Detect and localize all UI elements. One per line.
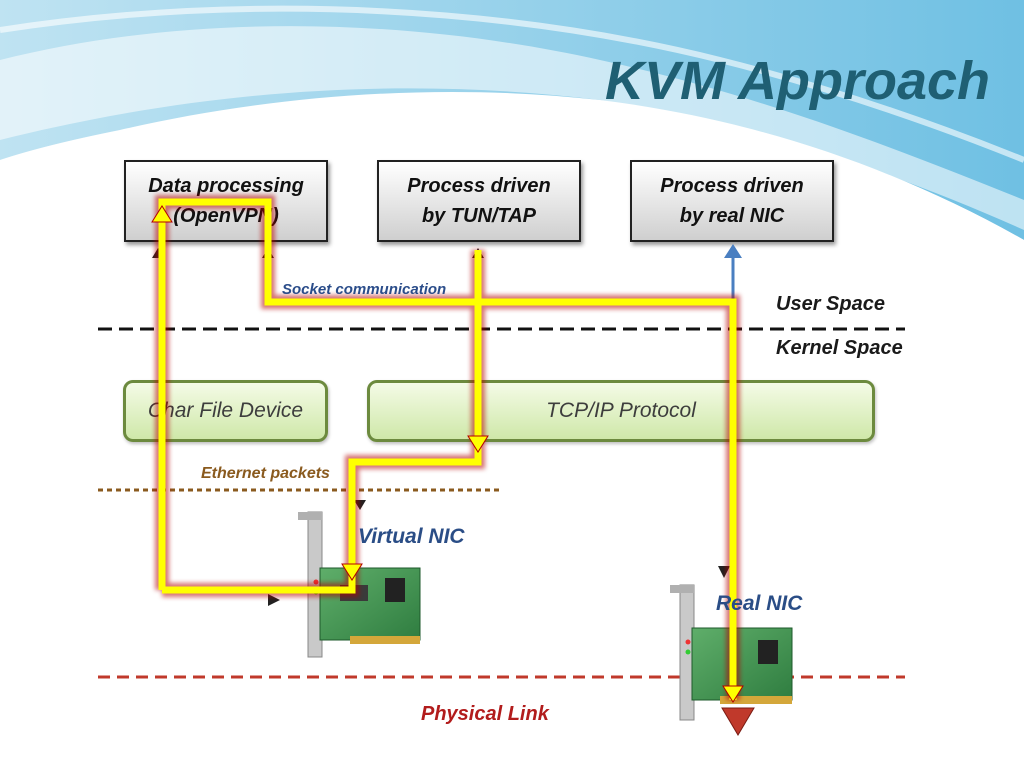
real-nic-process-box: Process driven by real NIC	[630, 160, 834, 242]
data-flow-path	[151, 195, 744, 703]
tcpip-protocol-box: TCP/IP Protocol	[367, 380, 875, 442]
kernel-space-label: Kernel Space	[776, 337, 903, 359]
physical-link-label: Physical Link	[421, 703, 549, 725]
slide-title: KVM Approach	[604, 51, 990, 111]
ethernet-packets-label: Ethernet packets	[201, 465, 330, 482]
user-space-label: User Space	[776, 293, 885, 315]
real-nic-label: Real NIC	[716, 592, 803, 615]
tun-tap-process-box: Process driven by TUN/TAP	[377, 160, 581, 242]
physical-link-arrow	[721, 707, 755, 736]
virtual-nic-label: Virtual NIC	[358, 525, 465, 548]
socket-communication-label: Socket communication	[282, 281, 447, 298]
up-arrow-real-nic	[724, 244, 742, 300]
